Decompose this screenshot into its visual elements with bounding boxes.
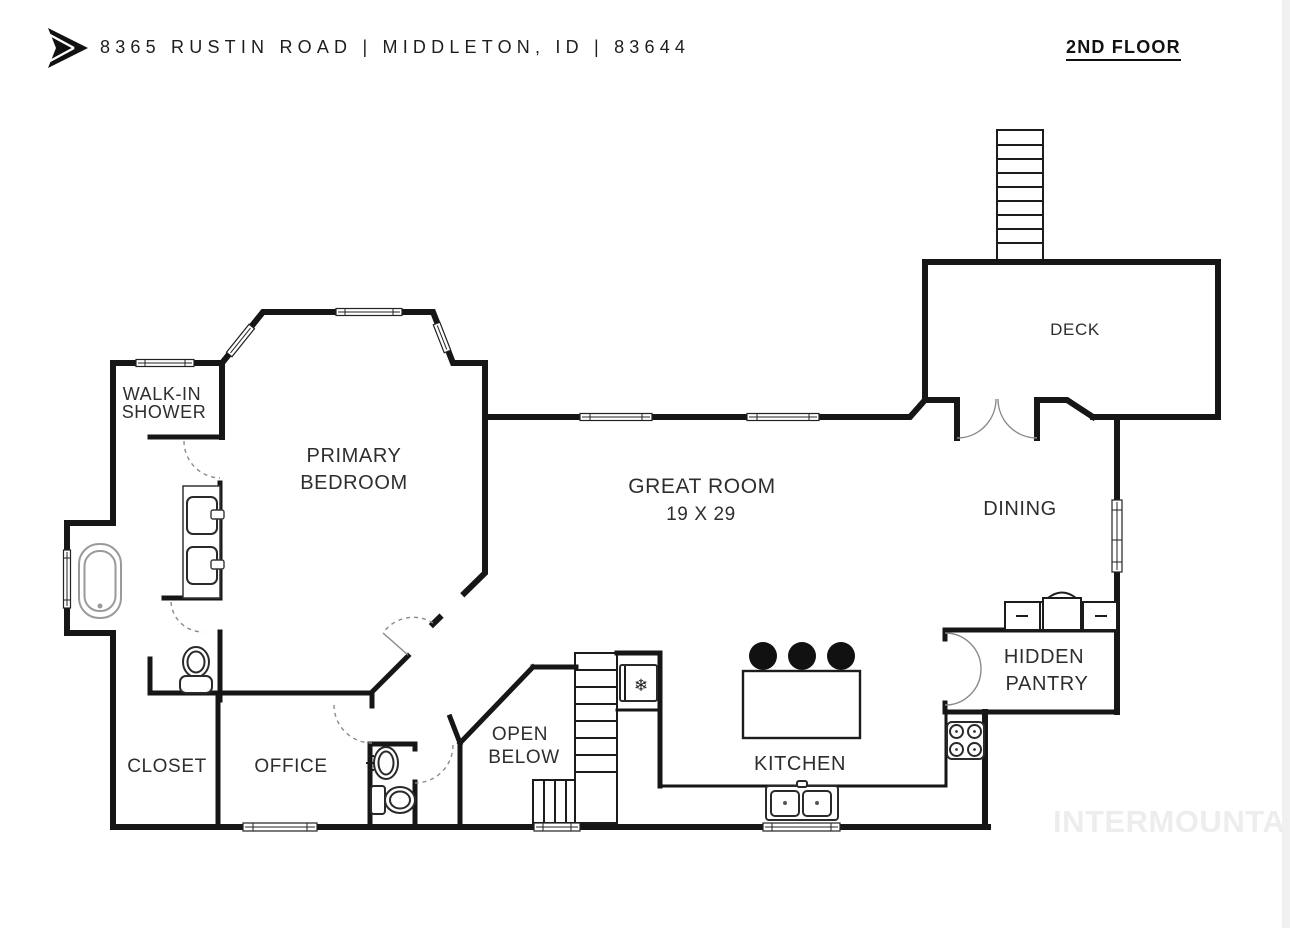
buffet-counter (1004, 591, 1118, 631)
label-great-room: GREAT ROOM (628, 475, 776, 498)
double-vanity (182, 485, 225, 599)
window-great-room-1 (579, 412, 653, 422)
windows (62, 307, 1123, 832)
main-stairs (574, 652, 618, 824)
toilet-primary (179, 646, 213, 694)
pantry-door-upper (944, 632, 982, 670)
floor-label: 2ND FLOOR (1066, 37, 1181, 61)
window-shower (135, 358, 195, 368)
property-address: 8365 RUSTIN ROAD | MIDDLETON, ID | 83644 (100, 37, 691, 57)
label-kitchen: KITCHEN (754, 753, 846, 775)
office-door-swing (333, 704, 373, 744)
bedroom-door-gap (437, 591, 466, 619)
bar-stools (749, 642, 855, 670)
window-tub (62, 549, 72, 609)
watermark: INTERMOUNTAIN (1053, 804, 1290, 839)
window-kitchen-sink-bottom (762, 822, 841, 832)
label-hidden-pantry-1: HIDDEN (1004, 646, 1084, 668)
pedestal-sink (366, 746, 399, 780)
window-bedroom-top (335, 307, 403, 317)
brand-arrow-icon (48, 28, 88, 68)
refrigerator-icon: ❄ (634, 676, 648, 695)
bar-stool (827, 642, 855, 670)
label-open-below-2: BELOW (488, 747, 560, 768)
powder-door-swing (414, 744, 454, 784)
label-dining: DINING (983, 498, 1057, 520)
label-hidden-pantry-2: PANTRY (1006, 673, 1089, 695)
label-walk-in-shower-2: SHOWER (122, 402, 207, 422)
winder-steps (532, 779, 576, 824)
deck-french-door-left (956, 398, 997, 439)
label-primary-bedroom-1: PRIMARY (307, 445, 402, 467)
label-open-below-1: OPEN (492, 724, 548, 745)
label-office: OFFICE (254, 756, 327, 777)
deck-french-door-right (997, 398, 1038, 439)
window-bedroom-right-diagonal (432, 321, 452, 354)
label-great-room-dims: 19 X 29 (666, 504, 736, 525)
label-closet: CLOSET (127, 756, 207, 777)
page-edge-strip (1282, 0, 1290, 928)
room-labels: WALK-IN SHOWER PRIMARY BEDROOM GREAT ROO… (122, 320, 1100, 777)
bedroom-door-panel (382, 632, 409, 656)
bathtub (78, 543, 122, 619)
label-walk-in-shower-1: WALK-IN (123, 384, 202, 404)
window-great-room-2 (746, 412, 820, 422)
pantry-door-lower (944, 668, 982, 706)
bar-stool (788, 642, 816, 670)
bedroom-door-swing (382, 616, 434, 634)
refrigerator: ❄ (619, 664, 658, 702)
label-primary-bedroom-2: BEDROOM (300, 472, 408, 494)
deck-stairs (996, 129, 1044, 263)
stove (946, 721, 985, 760)
kitchen-island (741, 669, 862, 740)
faucet-icon (210, 559, 225, 570)
faucet-icon (210, 509, 225, 520)
window-office-bottom (242, 822, 318, 832)
shower-door-swing (183, 440, 221, 479)
kitchen-sink (765, 780, 839, 821)
window-bedroom-left-diagonal (225, 323, 256, 358)
window-dining (1111, 499, 1123, 573)
door-swings (170, 398, 1038, 784)
bar-stool (749, 642, 777, 670)
label-deck: DECK (1050, 320, 1100, 339)
toilet-powder (370, 785, 416, 815)
window-stairs-bottom (533, 822, 581, 832)
toilet-room-door-swing (170, 601, 204, 633)
